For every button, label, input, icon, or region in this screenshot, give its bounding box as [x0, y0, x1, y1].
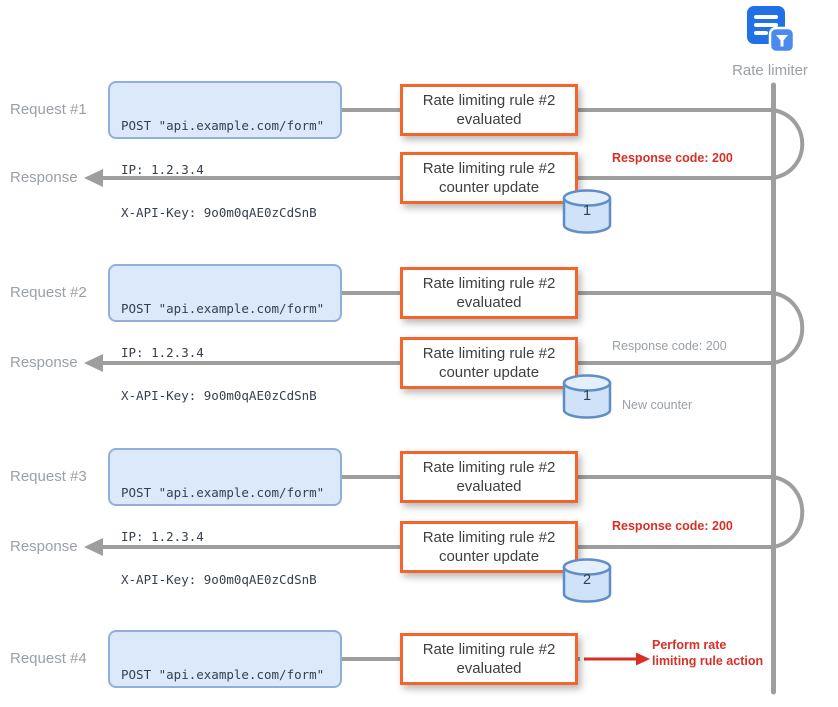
request-payload-box: POST "api.example.com/form" IP: 1.2.3.4 … — [108, 81, 342, 220]
ip-line: IP: 1.2.3.4 — [121, 161, 204, 177]
rule-box-title: Rate limiting rule #2 — [422, 529, 556, 546]
api-key-line: X-API-Key: 9o0m0qAE0zCdSnB — [121, 388, 317, 403]
rule-evaluated-box: Rate limiting rule #2 evaluated — [400, 267, 578, 319]
rule-box-subtitle: evaluated — [456, 294, 522, 311]
rule-box-subtitle: counter update — [438, 179, 540, 196]
counter-db-icon — [562, 374, 612, 419]
rule-box-title: Rate limiting rule #2 — [422, 275, 556, 292]
rule-box-subtitle: evaluated — [456, 111, 522, 128]
counter-value: 2 — [582, 572, 592, 588]
rule-box-title: Rate limiting rule #2 — [422, 641, 556, 658]
counter-db-icon — [562, 189, 612, 234]
actor-label: Rate limiter — [732, 62, 808, 79]
request-3-label: Request #3 — [10, 468, 87, 485]
rule-box-title: Rate limiting rule #2 — [422, 459, 556, 476]
rule-box-title: Rate limiting rule #2 — [422, 345, 556, 362]
response-arrowhead — [84, 169, 103, 187]
post-line: POST "api.example.com/form" — [121, 118, 325, 133]
rule-action-note-line1: Perform rate — [652, 638, 727, 652]
processing-arc — [772, 291, 805, 365]
rule-box-subtitle: counter update — [438, 548, 540, 565]
rule-counter-box: Rate limiting rule #2 counter update — [400, 337, 578, 389]
rule-evaluated-box: Rate limiting rule #2 evaluated — [400, 451, 578, 503]
rule-evaluated-box: Rate limiting rule #2 evaluated — [400, 84, 578, 136]
counter-db-icon — [562, 558, 612, 603]
new-counter-note: New counter — [622, 398, 693, 412]
rule-counter-box: Rate limiting rule #2 counter update — [400, 521, 578, 573]
request-payload-box: POST "api.example.com/form" IP: 1.2.3.4 … — [108, 630, 342, 688]
rule-evaluated-box: Rate limiting rule #2 evaluated — [400, 633, 578, 685]
response-code-note: Response code: 200 — [612, 339, 727, 353]
ip-line: IP: 1.2.3.4 — [121, 528, 204, 544]
api-key-line: X-API-Key: 9o0m0qAE0zCdSnB — [121, 572, 317, 587]
response-arrowhead — [84, 538, 103, 556]
api-key-line: X-API-Key: 9o0m0qAE0zCdSnB — [121, 205, 317, 220]
post-line: POST "api.example.com/form" — [121, 485, 325, 500]
response-arrowhead — [84, 354, 103, 372]
ip-line: IP: 1.2.3.4 — [121, 344, 204, 360]
counter-value: 1 — [582, 203, 592, 219]
processing-arc — [772, 108, 805, 180]
response-1-label: Response — [10, 169, 78, 186]
rule-counter-box: Rate limiting rule #2 counter update — [400, 152, 578, 204]
response-2-label: Response — [10, 354, 78, 371]
rule-action-note: Perform rate limiting rule action — [652, 637, 763, 669]
counter-value: 1 — [582, 388, 592, 404]
rate-limiting-rules-icon — [747, 6, 796, 54]
request-4-label: Request #4 — [10, 650, 87, 667]
post-line: POST "api.example.com/form" — [121, 667, 325, 682]
request-payload-box: POST "api.example.com/form" IP: 1.2.3.4 … — [108, 264, 342, 403]
request-2-label: Request #2 — [10, 284, 87, 301]
request-1-label: Request #1 — [10, 101, 87, 118]
rule-box-subtitle: evaluated — [456, 478, 522, 495]
rule-box-subtitle: counter update — [438, 364, 540, 381]
response-code-note: Response code: 200 — [612, 151, 733, 165]
post-line: POST "api.example.com/form" — [121, 301, 325, 316]
rule-action-note-line2: limiting rule action — [652, 654, 764, 668]
processing-arc — [772, 475, 805, 549]
action-arrowhead — [636, 652, 650, 666]
response-code-note: Response code: 200 — [612, 519, 733, 533]
rule-box-title: Rate limiting rule #2 — [422, 92, 556, 109]
response-3-label: Response — [10, 538, 78, 555]
rule-box-subtitle: evaluated — [456, 660, 522, 677]
rule-box-title: Rate limiting rule #2 — [422, 160, 556, 177]
request-payload-box: POST "api.example.com/form" IP: 1.2.3.4 … — [108, 448, 342, 587]
